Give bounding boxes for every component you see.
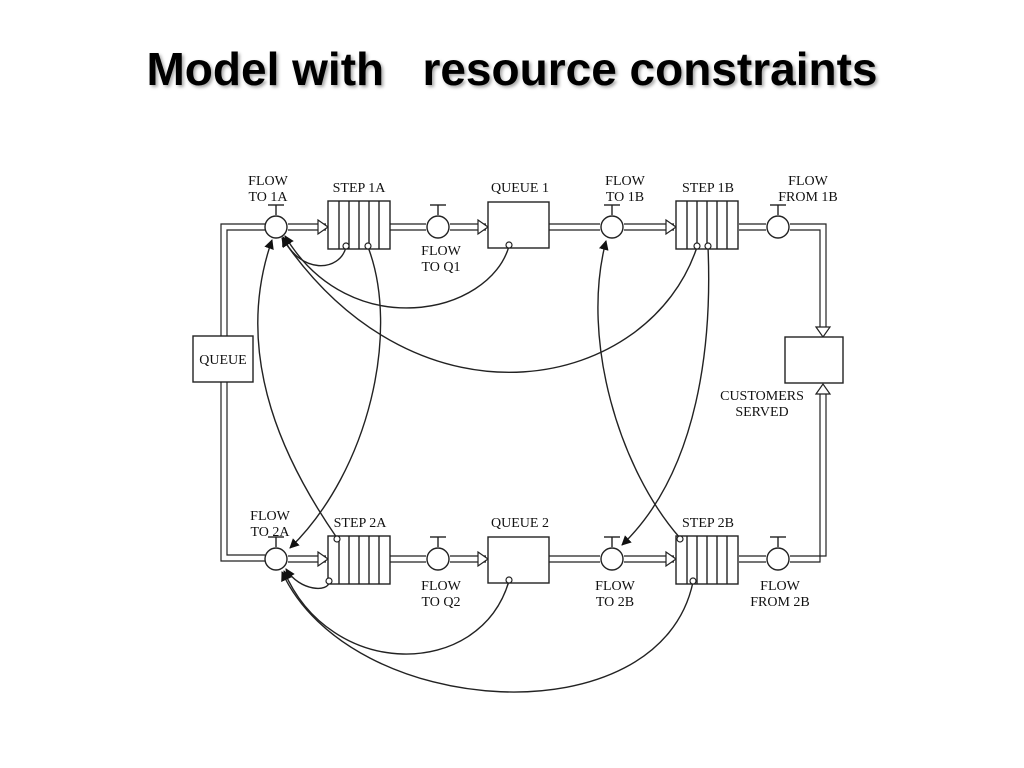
- stock-step-2b: STEP 2B: [675, 516, 739, 585]
- step-1b-label: STEP 1B: [682, 181, 734, 196]
- flow-to-2b-label-line1: FLOW: [595, 579, 635, 594]
- stock-queue: QUEUE: [192, 335, 254, 383]
- valve-flow-from-1b: FLOW FROM 1B: [766, 174, 838, 239]
- link-step2b-to-flow2a: [281, 571, 694, 693]
- stock-step-1b: STEP 1B: [675, 181, 739, 250]
- step-1a-label: STEP 1A: [333, 181, 387, 196]
- arrowhead-queue-1: [477, 218, 490, 236]
- customers-served-label-line2: SERVED: [735, 405, 788, 420]
- information-links: [257, 235, 710, 693]
- link-step2a-to-flow1a: [257, 239, 338, 539]
- queue-2-label: QUEUE 2: [491, 516, 549, 531]
- flow-to-2b-label-line2: TO 2B: [596, 595, 634, 610]
- link-queue1-to-flow1a: [284, 235, 510, 309]
- stock-queue-2: QUEUE 2: [487, 516, 550, 584]
- valve-flow-to-2a: FLOW TO 2A: [250, 509, 291, 571]
- flow-to-1a-label-line2: TO 1A: [248, 190, 288, 205]
- stock-queue-label: QUEUE: [199, 353, 246, 368]
- flow-to-2a-label-line2: TO 2A: [250, 525, 290, 540]
- flow-from-1b-label-line1: FLOW: [788, 174, 828, 189]
- link-queue2-to-flow2a: [282, 570, 510, 655]
- step-2b-label: STEP 2B: [682, 516, 734, 531]
- flow-from-2b-label-line2: FROM 2B: [750, 595, 810, 610]
- stock-customers-served: CUSTOMERS SERVED: [720, 336, 844, 420]
- customers-served-label-line1: CUSTOMERS: [720, 389, 804, 404]
- valve-flow-to-2b: FLOW TO 2B: [595, 536, 636, 610]
- step-2a-label: STEP 2A: [334, 516, 388, 531]
- stock-step-2a: STEP 2A: [327, 516, 391, 585]
- flow-to-q1-label-line1: FLOW: [421, 244, 461, 259]
- link-step2b-to-flow1b: [597, 240, 681, 539]
- queue-1-label: QUEUE 1: [491, 181, 549, 196]
- arrowhead-step-2a: [317, 550, 330, 568]
- flow-to-q1-label-line2: TO Q1: [421, 260, 460, 275]
- flow-to-q2-label-line1: FLOW: [421, 579, 461, 594]
- link-step1b-to-flow2b: [621, 246, 710, 546]
- link-step2a-to-flow2a: [285, 568, 330, 589]
- link-origin-dots: [325, 241, 712, 585]
- flow-from-2b-label-line1: FLOW: [760, 579, 800, 594]
- valve-flow-to-1a: FLOW TO 1A: [248, 174, 289, 239]
- arrowhead-step-2b: [665, 550, 678, 568]
- flow-to-2a-label-line1: FLOW: [250, 509, 290, 524]
- flow-to-q2-label-line2: TO Q2: [421, 595, 460, 610]
- stock-step-1a: STEP 1A: [327, 181, 391, 250]
- stock-queue-1: QUEUE 1: [487, 181, 550, 249]
- arrowhead-step-1a: [317, 218, 330, 236]
- arrowhead-customers-bottom: [814, 382, 832, 395]
- link-step1b-to-flow1a: [281, 237, 698, 373]
- valve-flow-to-q1: FLOW TO Q1: [421, 204, 462, 275]
- flow-from-1b-label-line2: FROM 1B: [778, 190, 838, 205]
- link-step1a-to-flow2a: [289, 246, 382, 549]
- flow-arrowheads: [317, 218, 832, 568]
- arrowhead-step-1b: [665, 218, 678, 236]
- valve-flow-to-1b: FLOW TO 1B: [600, 174, 646, 239]
- valve-flow-to-q2: FLOW TO Q2: [421, 536, 462, 610]
- valve-flow-from-2b: FLOW FROM 2B: [750, 536, 810, 610]
- slide-title: Model with resource constraints: [146, 43, 878, 95]
- flow-to-1b-label-line1: FLOW: [605, 174, 645, 189]
- flow-to-1b-label-line2: TO 1B: [606, 190, 644, 205]
- flow-to-1a-label-line1: FLOW: [248, 174, 288, 189]
- arrowhead-queue-2: [477, 550, 490, 568]
- arrowhead-customers-top: [814, 326, 832, 339]
